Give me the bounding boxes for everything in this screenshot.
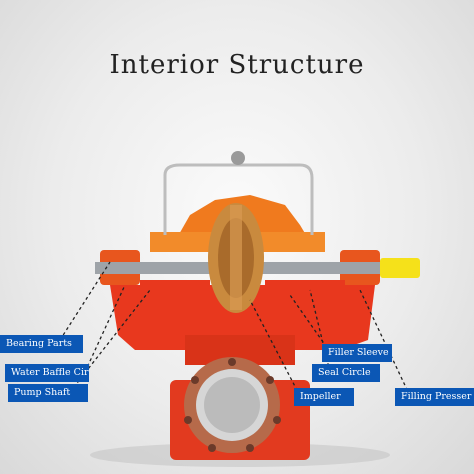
flange-bolts: [184, 358, 281, 452]
right-volute: [265, 280, 345, 318]
label-filler-sleeve: Filler Sleeve: [322, 344, 392, 362]
impeller-vane: [230, 205, 242, 310]
seal-pipe: [163, 163, 314, 235]
label-seal-circle: Seal Circle: [312, 364, 380, 382]
label-bearing-parts: Bearing Parts: [0, 335, 83, 353]
left-volute: [140, 280, 210, 318]
label-pump-shaft: Pump Shaft: [8, 384, 88, 402]
inlet-bore: [196, 369, 268, 441]
shaft-coupling: [380, 258, 420, 278]
label-filling-presser: Filling Presser: [395, 388, 474, 406]
label-impeller: Impeller: [294, 388, 354, 406]
pipe-valve: [231, 151, 245, 165]
inlet-bore-shadow: [204, 377, 260, 433]
diagram-title: Interior Structure: [109, 50, 365, 80]
label-water-baffle-circle: Water Baffle Circ: [5, 364, 89, 382]
